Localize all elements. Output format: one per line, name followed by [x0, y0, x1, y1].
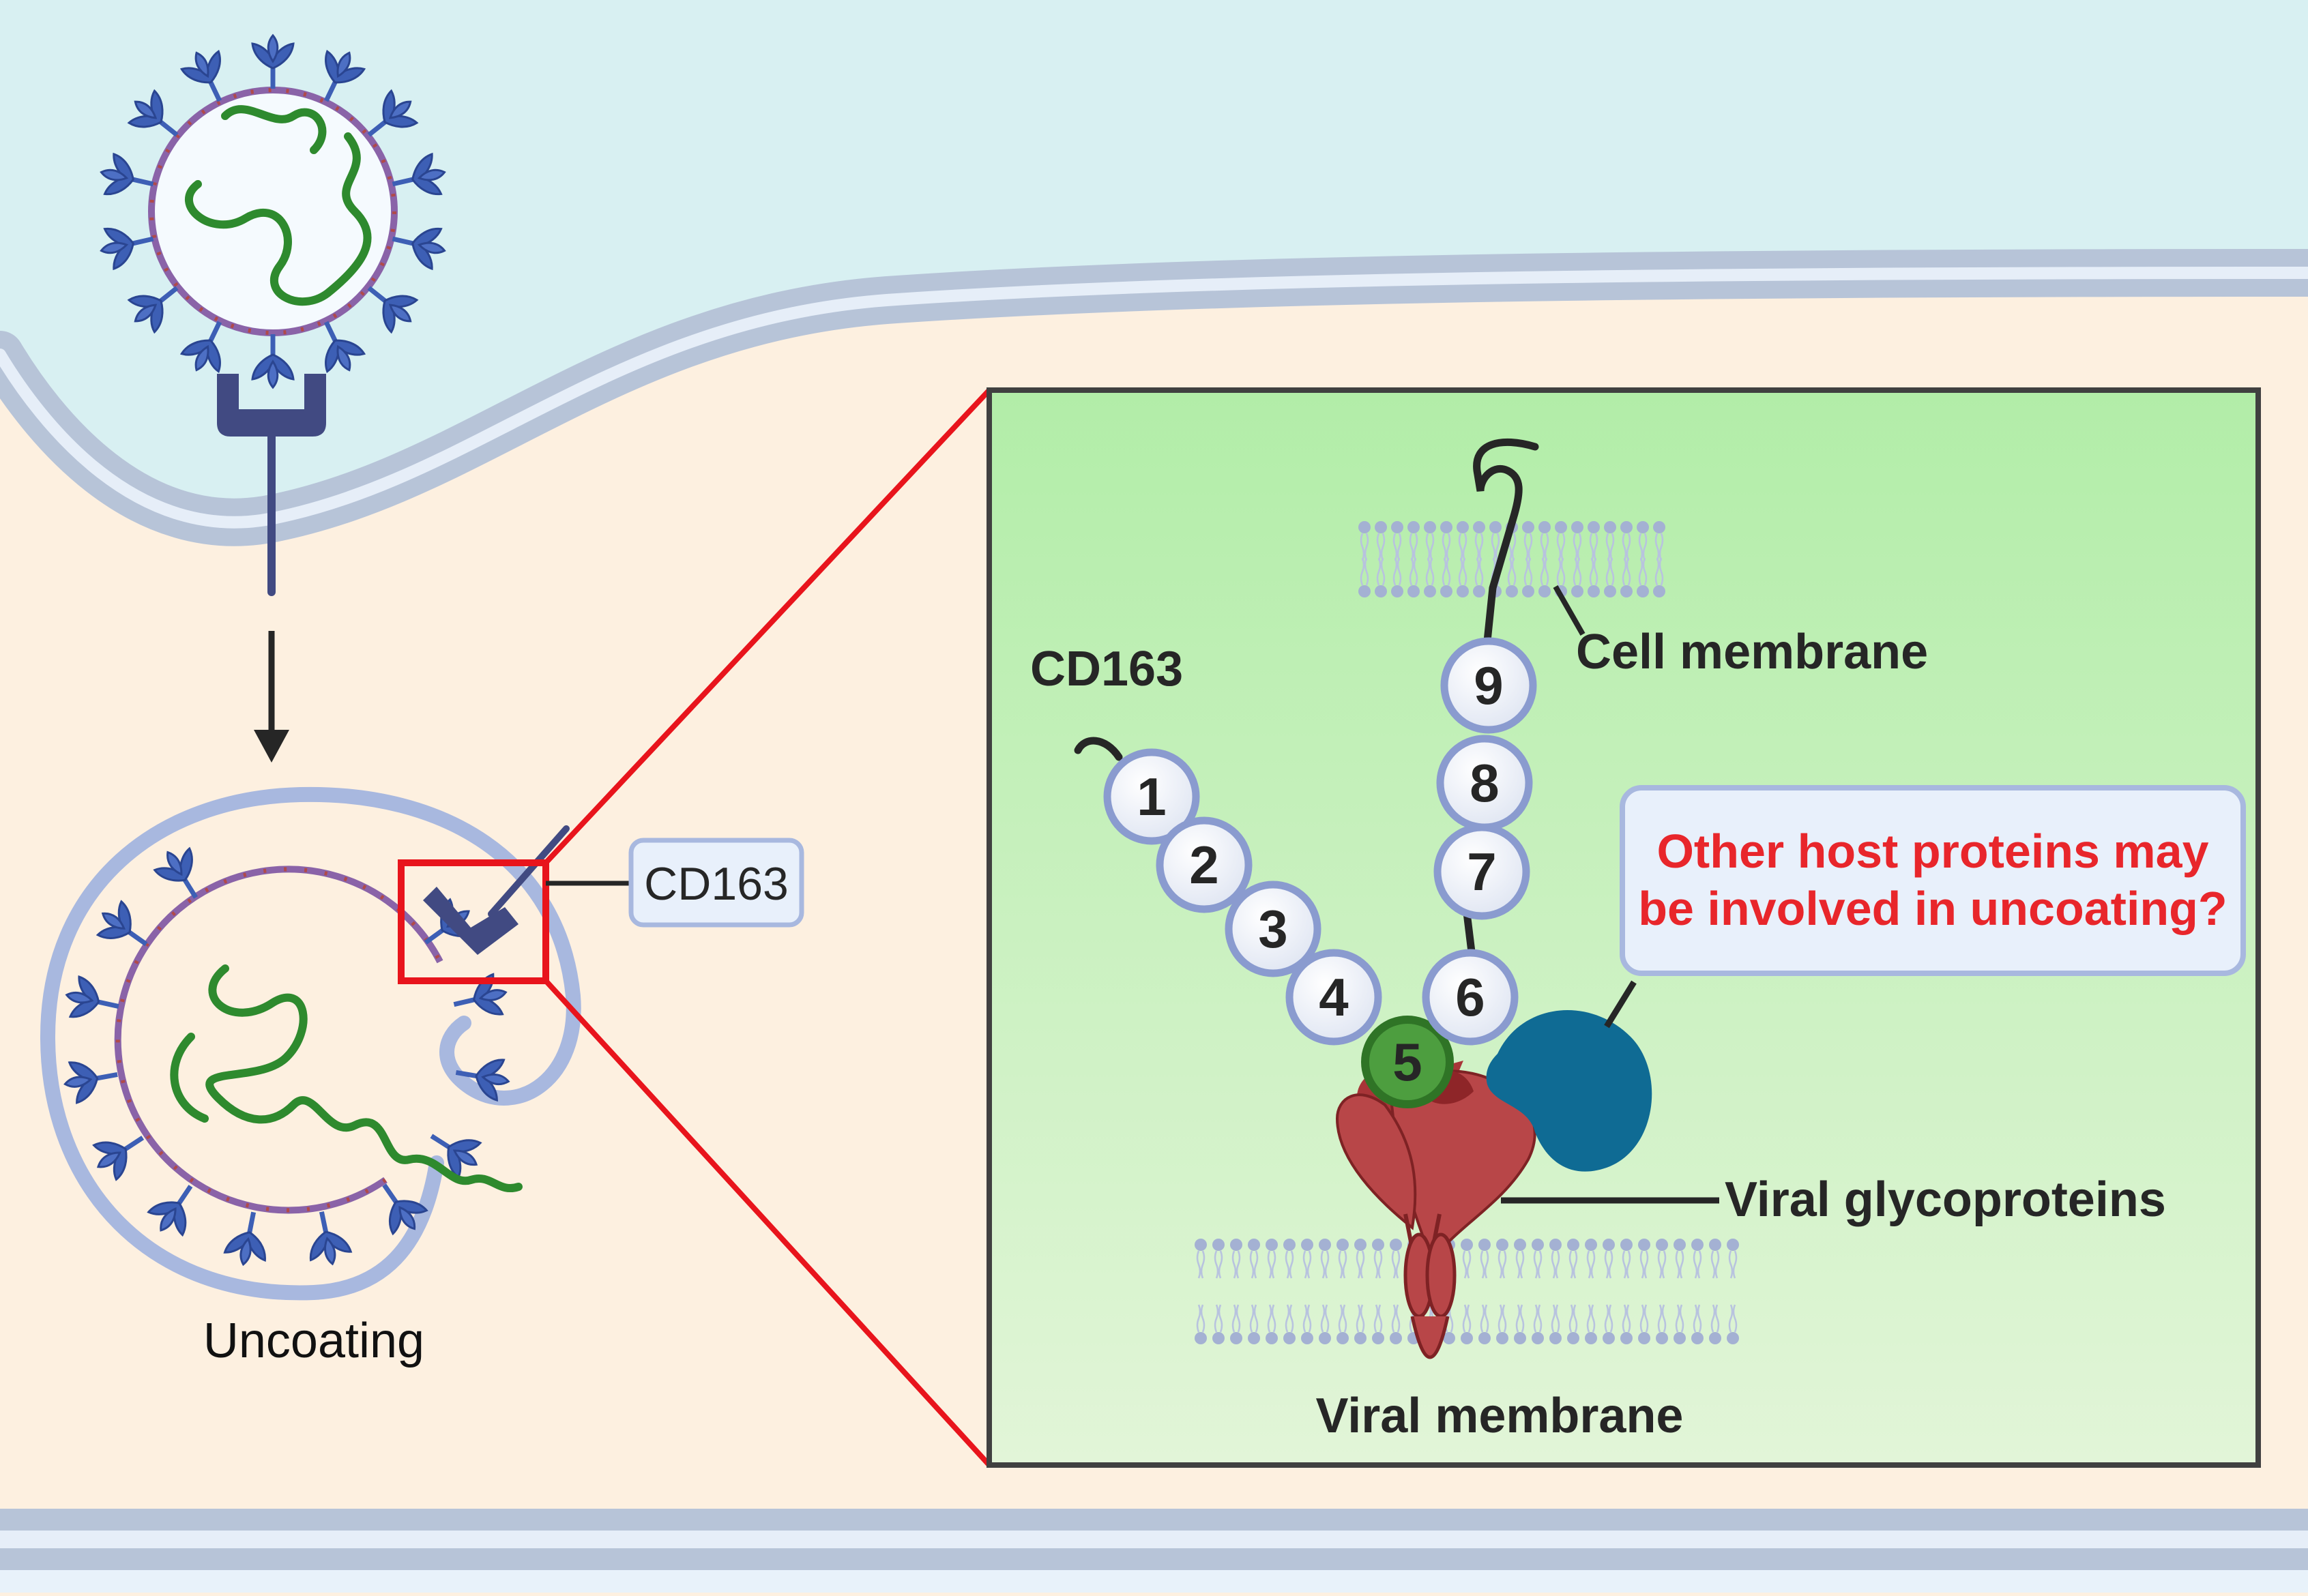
- uncoating-virus: [61, 842, 523, 1269]
- cell-membrane-leader: [1553, 585, 1586, 636]
- endosome: [40, 786, 581, 1301]
- domain-label-2: 2: [1189, 835, 1218, 895]
- question-box: [1620, 785, 2246, 976]
- genome-icon: [185, 132, 372, 306]
- domain-2: [1156, 816, 1253, 913]
- question-leader: [1604, 980, 1637, 1029]
- uncoating-label: Uncoating: [203, 1314, 424, 1368]
- cd163-tag-label: CD163: [644, 858, 789, 910]
- domain-label-4: 4: [1319, 967, 1348, 1027]
- viral-glycoproteins-label: Viral glycoproteins: [1725, 1172, 2166, 1227]
- domain-label-7: 7: [1467, 842, 1496, 902]
- domain-4: [1285, 949, 1382, 1046]
- cd163-tail: [1473, 439, 1539, 592]
- extracellular-region: [0, 0, 2308, 522]
- arrow-down-icon: [254, 631, 289, 763]
- cd163-tag-box: [628, 838, 804, 928]
- domain-label-6: 6: [1455, 967, 1485, 1027]
- question-text-line2: be involved in uncoating?: [1638, 882, 2227, 935]
- zoom-line-bottom: [544, 979, 991, 1467]
- host-protein-icon: [1486, 1010, 1652, 1172]
- zoom-box: [398, 859, 549, 984]
- bottom-membrane: [0, 1509, 2308, 1593]
- plasma-membrane: [0, 249, 2308, 546]
- domain-label-3: 3: [1258, 899, 1287, 959]
- cd163-title: CD163: [1030, 642, 1183, 696]
- domain-5: [1361, 1016, 1454, 1108]
- virus-icon: [97, 35, 449, 387]
- domain-6: [1422, 949, 1519, 1046]
- domain-8: [1436, 735, 1533, 831]
- domain-label-8: 8: [1470, 753, 1499, 813]
- domain-label-9: 9: [1474, 655, 1503, 715]
- domain-9: [1440, 637, 1537, 734]
- receptor-icon: [217, 374, 326, 596]
- domain-label-5: 5: [1392, 1032, 1422, 1092]
- domain-1: [1103, 748, 1200, 845]
- cd163-transmembrane: [1483, 587, 1497, 642]
- zoom-line-top: [544, 388, 991, 865]
- domain-3: [1225, 881, 1321, 977]
- endosome-receptor-icon: [423, 825, 570, 955]
- cd163-n-terminus: [1074, 737, 1123, 761]
- domain-label-1: 1: [1137, 767, 1166, 827]
- cell-membrane-label: Cell membrane: [1576, 625, 1928, 679]
- question-text-line1: Other host proteins may: [1656, 825, 2208, 878]
- viral-membrane-label: Viral membrane: [1316, 1389, 1684, 1443]
